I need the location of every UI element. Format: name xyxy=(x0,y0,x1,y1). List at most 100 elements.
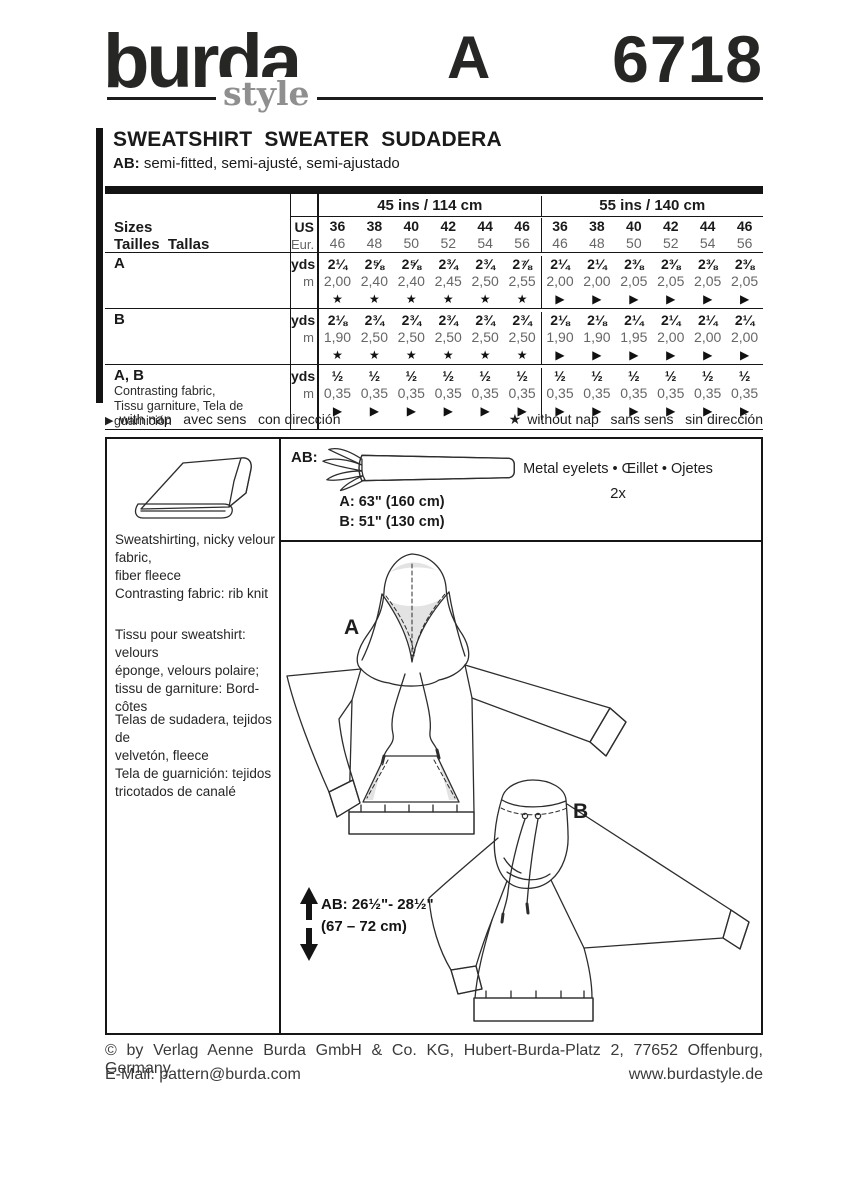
brand-sub-wordmark: style xyxy=(216,77,317,110)
eur-size: 54 xyxy=(477,235,493,251)
m-value: 0,35 xyxy=(694,385,722,401)
row-sublabel-en: Contrasting fabric, xyxy=(114,384,216,398)
eur-size: 46 xyxy=(329,235,346,251)
sizes-label-fr-es: Tailles Tallas xyxy=(114,236,210,253)
eur-size: 56 xyxy=(514,235,530,251)
table-top-bar xyxy=(105,186,763,194)
m-value: 2,05 xyxy=(694,273,722,289)
yds-value: 2¾ xyxy=(438,256,458,272)
m-value: 2,00 xyxy=(583,273,611,289)
sizes-label-en: Sizes xyxy=(114,219,153,236)
yds-value: 2⅜ xyxy=(624,256,644,272)
fabric-width-header-row: 45 ins / 114 cm 55 ins / 140 cm xyxy=(105,194,763,217)
yds-value: ½ xyxy=(368,368,381,384)
nap-symbol: ▶ xyxy=(443,404,453,418)
title-block: SWEATSHIRT SWEATER SUDADERA AB: semi-fit… xyxy=(113,128,673,172)
nap-symbol: ★ xyxy=(442,292,454,306)
header-spacer xyxy=(105,194,290,217)
yds-value: ½ xyxy=(331,368,344,384)
nap-symbols: ▶▶▶▶▶▶▶▶▶▶▶▶ xyxy=(319,402,763,420)
m-value: 0,35 xyxy=(620,385,648,401)
nap-symbol: ★ xyxy=(516,292,528,306)
m-value: 2,50 xyxy=(434,329,462,345)
m-value: 2,05 xyxy=(730,273,759,289)
eyelets-quantity: 2x xyxy=(610,485,626,502)
contact-line: E-Mail: pattern@burda.com www.burdastyle… xyxy=(105,1066,763,1084)
nap-symbol: ▶ xyxy=(666,348,676,362)
m-value: 1,90 xyxy=(323,329,352,345)
eur-size: 50 xyxy=(403,235,420,251)
triangle-icon: ▶ xyxy=(105,415,114,427)
yds-value: ½ xyxy=(442,368,455,384)
yds-value: 2¼ xyxy=(327,256,348,272)
nap-legend: ▶with nap avec sens con dirección ★witho… xyxy=(105,411,763,428)
nap-symbol: ▶ xyxy=(629,292,639,306)
m-value: 0,35 xyxy=(540,385,579,402)
length-cm: (67 – 72 cm) xyxy=(321,917,407,935)
materials-fr: Tissu pour sweatshirt: velours éponge, v… xyxy=(115,627,260,715)
us-size: 46 xyxy=(736,218,753,234)
m-value: 1,95 xyxy=(620,329,648,345)
nap-symbol: ▶ xyxy=(703,292,713,306)
unit-yds: yds xyxy=(291,256,316,272)
nap-symbols: ★★★★★★▶▶▶▶▶▶ xyxy=(319,290,763,308)
header-unit-spacer xyxy=(290,194,319,217)
fabric-width-45: 45 ins / 114 cm xyxy=(377,197,483,214)
yds-value: ½ xyxy=(479,368,491,384)
header-rule xyxy=(107,97,763,100)
nap-symbol: ▶ xyxy=(540,346,579,364)
m-value: 2,00 xyxy=(694,329,722,345)
unit-yds: yds xyxy=(291,368,316,384)
nap-symbol: ▶ xyxy=(629,404,639,418)
unit-eur: Eur. xyxy=(291,237,315,252)
m-value: 2,00 xyxy=(657,329,685,345)
nap-symbol: ▶ xyxy=(406,404,416,418)
unit-m: m xyxy=(303,330,314,345)
us-size: 40 xyxy=(626,218,642,234)
us-size: 44 xyxy=(699,218,716,234)
yds-value: 2⅛ xyxy=(587,312,607,328)
view-b-drawing xyxy=(428,779,750,1022)
nap-symbol: ★ xyxy=(332,292,343,306)
yds-value: 2⅛ xyxy=(327,312,348,328)
yds-value: 2¾ xyxy=(475,312,495,328)
materials-and-views-box: Sweatshirting, nicky velour fabric, fibe… xyxy=(105,437,763,1035)
row-label: B xyxy=(114,311,125,328)
fabric-width-headers: 45 ins / 114 cm 55 ins / 140 cm xyxy=(319,196,763,216)
m-value: 2,50 xyxy=(397,329,425,345)
yds-value: ½ xyxy=(516,368,528,384)
unit-m: m xyxy=(303,386,314,401)
nap-symbol: ▶ xyxy=(739,404,750,418)
email: E-Mail: pattern@burda.com xyxy=(105,1066,301,1083)
nap-symbol: ▶ xyxy=(629,348,639,362)
sizes-label: Sizes Tailles Tallas xyxy=(105,217,290,253)
yardage-table: 45 ins / 114 cm 55 ins / 140 cm Sizes Ta… xyxy=(105,186,763,430)
view-a-drawing xyxy=(286,553,627,835)
m-value: 2,50 xyxy=(360,329,388,345)
eur-size: 48 xyxy=(366,235,383,251)
nap-symbol: ▶ xyxy=(540,402,579,420)
yds-value: 2¾ xyxy=(438,312,458,328)
yds-value: 2⅞ xyxy=(512,256,532,272)
star-icon: ★ xyxy=(508,411,522,427)
fit-text: semi-fitted, semi-ajusté, semi-ajustado xyxy=(139,155,400,172)
materials-en: Sweatshirting, nicky velour fabric, fibe… xyxy=(115,532,275,602)
nap-symbol: ▶ xyxy=(739,348,750,362)
notions-band: AB: A: 63" (160 cm) B: 51" (130 cm) xyxy=(281,439,761,542)
garment-length-note: AB: 26½"- 28½" (67 – 72 cm) xyxy=(321,894,434,938)
fabric-swatch-icon xyxy=(134,457,252,519)
cord-length-b: B: 51" (130 cm) xyxy=(339,514,445,531)
us-size: 42 xyxy=(662,218,679,234)
nap-symbol: ★ xyxy=(332,348,343,362)
yds-value: 2¼ xyxy=(697,312,718,328)
yds-value: ½ xyxy=(664,368,677,384)
pattern-number: 6718 xyxy=(612,22,763,96)
